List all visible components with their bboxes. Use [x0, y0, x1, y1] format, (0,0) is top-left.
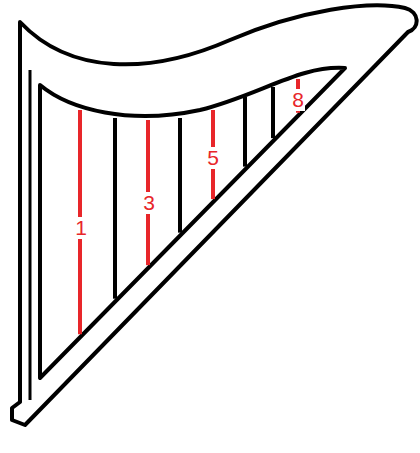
harp-strings	[80, 79, 298, 334]
black-string	[178, 118, 182, 233]
callout-number: 3	[142, 192, 156, 214]
black-string	[271, 87, 275, 138]
harp-frame	[12, 5, 417, 425]
callout-number: 5	[206, 147, 220, 169]
callout-number: 8	[291, 89, 305, 111]
harp-cavity	[40, 68, 345, 378]
pillar-line	[29, 70, 32, 400]
callout-number: 1	[74, 217, 88, 239]
black-string	[243, 97, 247, 167]
black-string	[113, 118, 117, 299]
